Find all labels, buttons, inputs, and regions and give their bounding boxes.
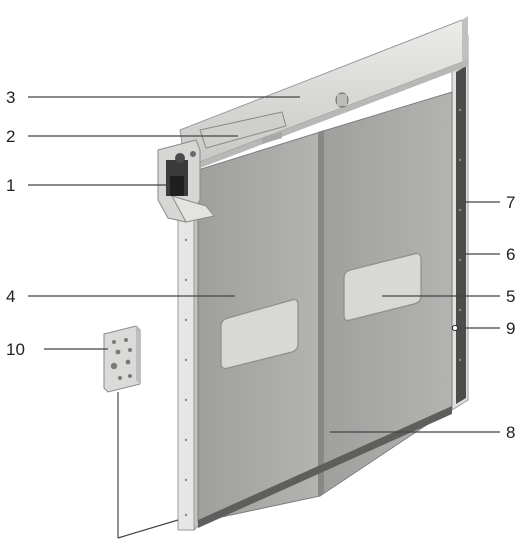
right-frame-post bbox=[451, 59, 469, 411]
leader-lines bbox=[28, 96, 500, 433]
callout-6: 6 bbox=[506, 245, 515, 264]
callout-5: 5 bbox=[506, 287, 515, 306]
callout-10: 10 bbox=[6, 340, 25, 359]
callout-labels: 3 2 1 4 10 7 6 5 9 8 bbox=[6, 88, 515, 442]
bottom-edge bbox=[198, 406, 452, 528]
shaft-knob bbox=[335, 92, 349, 108]
callout-7: 7 bbox=[506, 193, 515, 212]
drive-unit bbox=[199, 111, 287, 149]
callout-4: 4 bbox=[6, 287, 15, 306]
motor-housing bbox=[157, 139, 215, 223]
callout-3: 3 bbox=[6, 88, 15, 107]
callout-2: 2 bbox=[6, 127, 15, 146]
callout-1: 1 bbox=[6, 176, 15, 195]
cable bbox=[117, 392, 179, 539]
left-window bbox=[220, 298, 299, 370]
control-box bbox=[103, 325, 141, 393]
callout-9: 9 bbox=[506, 319, 515, 338]
door-curtain bbox=[197, 91, 453, 528]
vision-windows bbox=[220, 252, 422, 370]
right-window bbox=[343, 252, 422, 322]
sensor-point bbox=[451, 324, 459, 332]
left-frame-post bbox=[177, 185, 201, 532]
callout-8: 8 bbox=[506, 423, 515, 442]
